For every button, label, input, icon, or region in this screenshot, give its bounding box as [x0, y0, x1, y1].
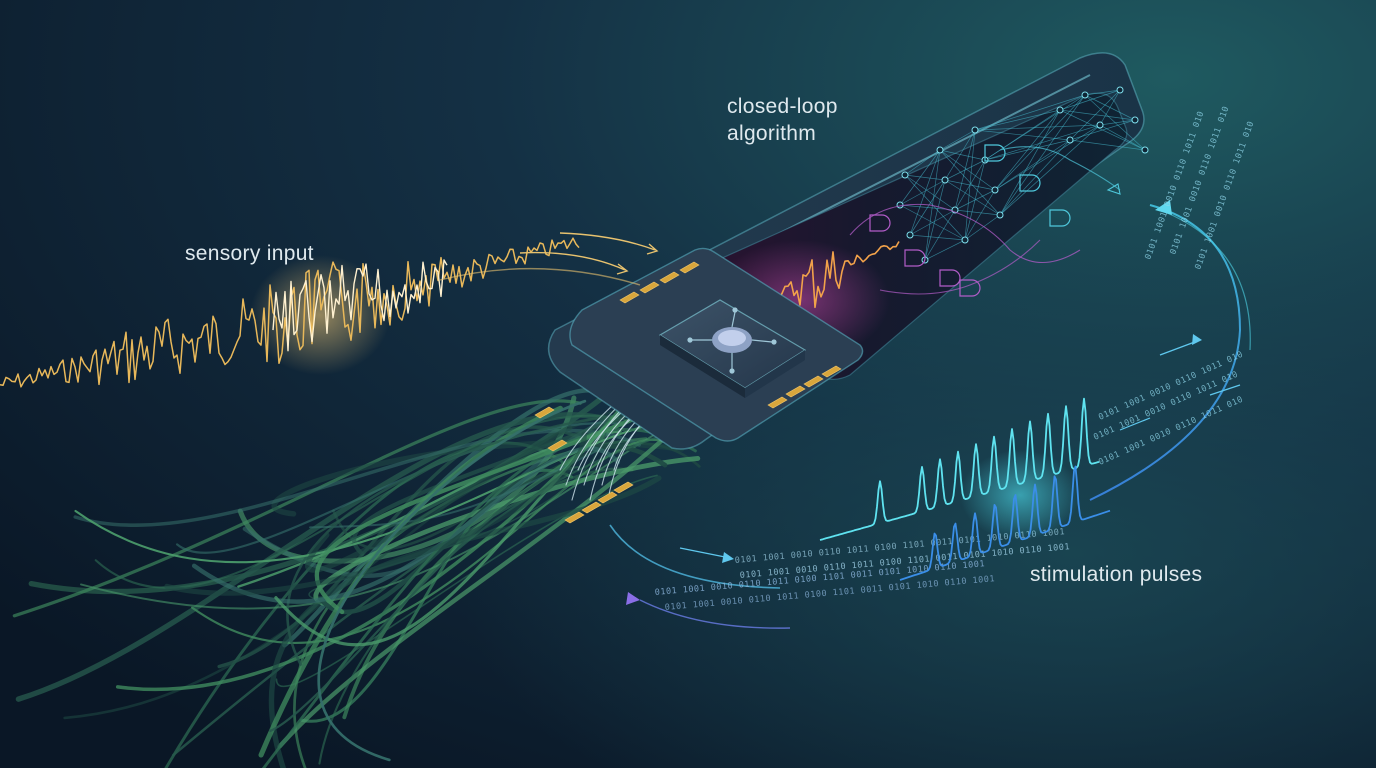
closed-loop-algorithm-label: closed-loop algorithm	[727, 93, 838, 147]
closed-loop-label-line1: closed-loop	[727, 95, 838, 118]
input-arrows	[439, 232, 659, 286]
stimulation-pulse-train-secondary	[899, 465, 1111, 581]
logic-gate-icon	[849, 144, 1121, 297]
stimulation-pulses-label: stimulation pulses	[1030, 563, 1203, 586]
stimulation-pulse-train	[819, 397, 1100, 541]
closed-loop-label-line2: algorithm	[727, 122, 817, 145]
processed-signal-wave	[769, 241, 900, 309]
nerve-fiber-bundle	[12, 359, 706, 768]
sensory-input-wave-bright	[272, 259, 448, 352]
closed-loop-ring	[609, 200, 1251, 629]
microchip-icon	[534, 247, 864, 524]
sensory-input-label: sensory input	[185, 242, 314, 265]
neural-network-icon	[896, 86, 1149, 264]
